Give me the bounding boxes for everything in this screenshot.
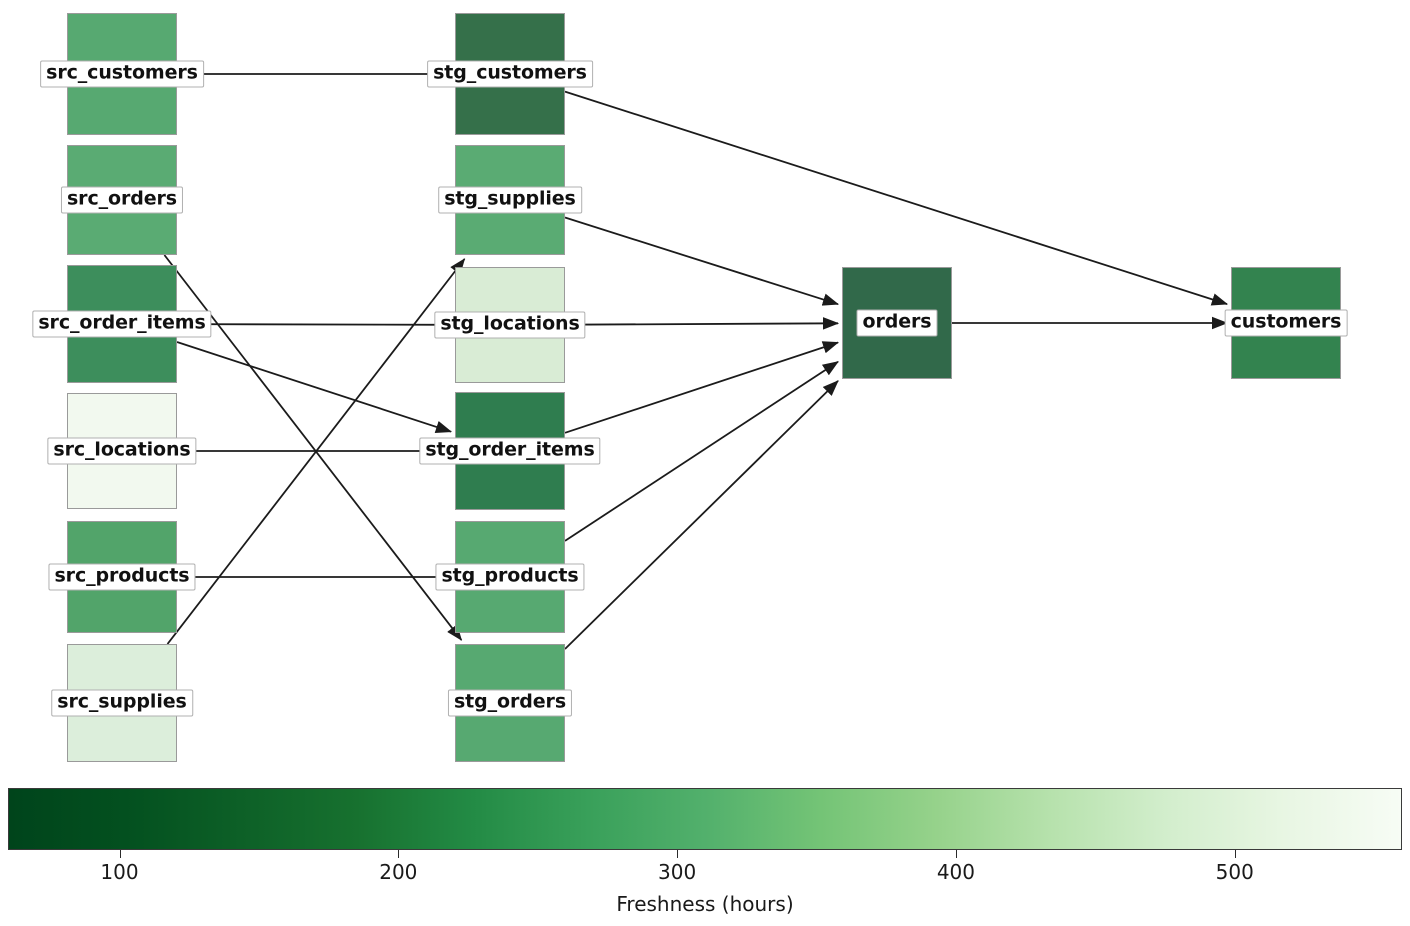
colorbar-tick-label-400: 400 (936, 860, 975, 884)
colorbar-tick-400 (955, 850, 957, 858)
colorbar-tick-300 (677, 850, 679, 858)
edge-stg_products-to-orders (564, 360, 839, 542)
node-label-stg_order_items: stg_order_items (419, 437, 601, 465)
colorbar-tick-label-100: 100 (100, 860, 139, 884)
colorbar-tick-200 (398, 850, 400, 858)
edge-src_order_items-to-stg_locations (176, 318, 453, 332)
node-label-src_customers: src_customers (40, 60, 204, 88)
node-label-stg_orders: stg_orders (447, 689, 573, 717)
node-label-src_supplies: src_supplies (51, 689, 193, 717)
edges-group (163, 67, 1229, 650)
node-label-src_order_items: src_order_items (32, 310, 212, 338)
edge-stg_order_items-to-orders (564, 341, 840, 434)
node-label-orders: orders (856, 309, 938, 337)
edge-src_supplies-to-stg_supplies (166, 258, 466, 645)
edge-src_order_items-to-stg_order_items (176, 341, 453, 433)
edge-stg_customers-to-customers (564, 90, 1229, 306)
colorbar: 100 200 300 400 500 Freshness (hours) (0, 780, 1410, 926)
colorbar-tick-label-300: 300 (658, 860, 697, 884)
node-label-stg_locations: stg_locations (434, 311, 586, 339)
node-label-stg_supplies: stg_supplies (438, 186, 582, 214)
node-label-stg_customers: stg_customers (427, 60, 593, 88)
edge-stg_orders-to-orders (564, 380, 839, 650)
edge-stg_locations-to-orders (564, 317, 840, 330)
node-label-src_orders: src_orders (60, 186, 184, 214)
edge-stg_supplies-to-orders (564, 216, 840, 306)
colorbar-tick-label-500: 500 (1215, 860, 1254, 884)
colorbar-ticks: 100 200 300 400 500 (8, 850, 1402, 890)
colorbar-tick-500 (1234, 850, 1236, 858)
node-label-src_locations: src_locations (47, 437, 197, 465)
node-label-customers: customers (1224, 309, 1348, 337)
colorbar-tick-100 (119, 850, 121, 858)
node-label-stg_products: stg_products (435, 563, 585, 591)
edge-src_orders-to-stg_orders (163, 254, 463, 641)
colorbar-title: Freshness (hours) (616, 892, 794, 916)
edge-layer (163, 67, 1229, 650)
colorbar-gradient (8, 788, 1402, 850)
node-label-src_products: src_products (48, 563, 196, 591)
colorbar-tick-label-200: 200 (379, 860, 418, 884)
